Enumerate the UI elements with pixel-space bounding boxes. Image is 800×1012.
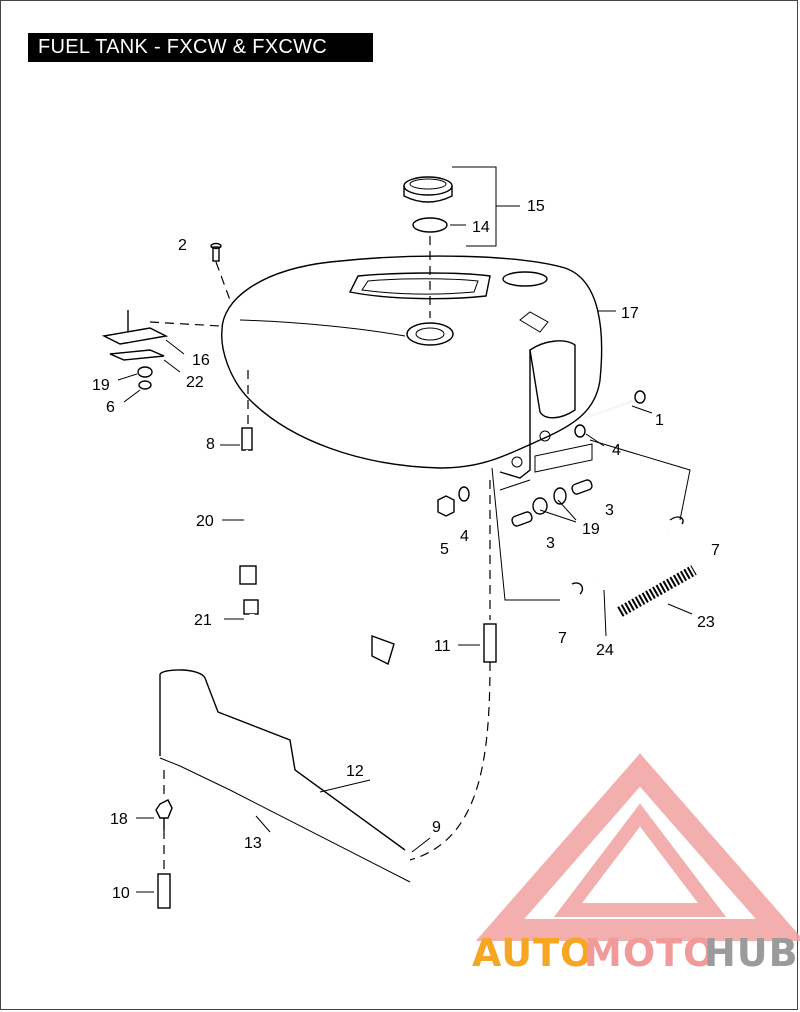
callout-20: 20 bbox=[196, 513, 214, 530]
watermark-hub: HUB bbox=[704, 931, 799, 975]
logo-triangle-inner bbox=[553, 803, 727, 917]
callout-12: 12 bbox=[346, 763, 364, 780]
callout-16: 16 bbox=[192, 352, 210, 369]
callout-9: 9 bbox=[432, 819, 441, 836]
mounting-pad bbox=[109, 349, 165, 361]
watermark-logo bbox=[475, 753, 800, 941]
small-nut bbox=[138, 380, 152, 390]
hose-clamp-upper bbox=[669, 516, 684, 525]
hose-clamp-lower bbox=[571, 582, 584, 595]
callout-3-lower: 3 bbox=[546, 535, 555, 552]
title-banner: FUEL TANK - FXCW & FXCWC bbox=[28, 33, 373, 62]
watermark-text: AUTO MOTO HUB bbox=[472, 931, 799, 975]
callout-4-upper: 4 bbox=[612, 442, 621, 459]
callout-18: 18 bbox=[110, 811, 128, 828]
washer-lower bbox=[458, 486, 470, 502]
o-ring bbox=[412, 217, 448, 233]
short-tube bbox=[157, 873, 171, 909]
callout-5: 5 bbox=[440, 541, 449, 558]
fuel-cap bbox=[403, 176, 453, 203]
spacer-bushing-set bbox=[511, 479, 593, 527]
screw bbox=[210, 242, 222, 262]
callout-24: 24 bbox=[596, 642, 614, 659]
callout-8: 8 bbox=[206, 436, 215, 453]
watermark-auto: AUTO bbox=[472, 931, 593, 975]
callout-6: 6 bbox=[106, 399, 115, 416]
callout-17: 17 bbox=[621, 305, 639, 322]
vent-rod bbox=[159, 669, 406, 851]
callout-line-13 bbox=[159, 757, 411, 883]
coil-spring bbox=[617, 565, 697, 617]
nut bbox=[437, 495, 455, 517]
logo-triangle-outer bbox=[475, 753, 800, 941]
callout-13: 13 bbox=[244, 835, 262, 852]
page-title: FUEL TANK - FXCW & FXCWC bbox=[38, 36, 328, 58]
fuel-line-elbow bbox=[243, 599, 395, 665]
callout-3-upper: 3 bbox=[605, 502, 614, 519]
bolt bbox=[584, 390, 646, 419]
callout-7-right: 7 bbox=[711, 542, 720, 559]
callout-10: 10 bbox=[112, 885, 130, 902]
callout-1: 1 bbox=[655, 412, 664, 429]
fuel-tank bbox=[221, 255, 603, 479]
callout-22: 22 bbox=[186, 374, 204, 391]
callout-19-right: 19 bbox=[582, 521, 600, 538]
callout-21: 21 bbox=[194, 612, 212, 629]
mounting-stud-bracket bbox=[101, 310, 169, 345]
callout-15: 15 bbox=[527, 198, 545, 215]
tube-fitting bbox=[155, 799, 173, 830]
callout-4-lower: 4 bbox=[460, 528, 469, 545]
callout-14: 14 bbox=[472, 219, 490, 236]
fuel-valve bbox=[239, 427, 257, 585]
callout-7-left: 7 bbox=[558, 630, 567, 647]
rubber-grommet bbox=[137, 366, 153, 378]
callout-19-left: 19 bbox=[92, 377, 110, 394]
callout-11: 11 bbox=[434, 638, 451, 655]
watermark-moto: MOTO bbox=[584, 931, 716, 975]
crossover-tube bbox=[483, 623, 497, 663]
washer-upper bbox=[574, 424, 586, 438]
callout-23: 23 bbox=[697, 614, 715, 631]
callout-2: 2 bbox=[178, 237, 187, 254]
bushing-group-box bbox=[534, 443, 593, 473]
